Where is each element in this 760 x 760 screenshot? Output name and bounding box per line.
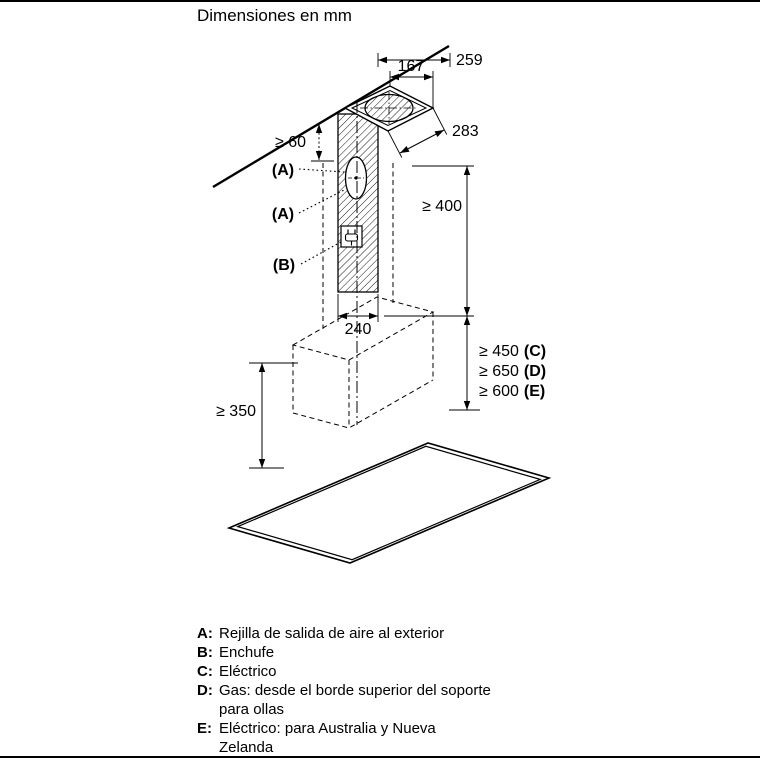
cooktop-outline — [226, 442, 552, 564]
legend-text-d: Gas: desde el borde superior del soporte… — [219, 682, 491, 718]
legend-key-a: A: — [197, 625, 213, 642]
flue-cover-dashed — [322, 163, 394, 329]
legend-item-d: D: Gas: desde el borde superior del sopo… — [197, 681, 491, 719]
legend-item-b: B: Enchufe — [197, 643, 491, 662]
callout-b: (B) — [273, 241, 342, 274]
legend-text-b: Enchufe — [219, 644, 275, 661]
legend-key-c: C: — [197, 663, 213, 680]
dim-400: ≥ 400 — [384, 165, 474, 317]
dim-clearances: ≥ 450(C) ≥ 650(D) ≥ 600(E) — [449, 316, 546, 411]
dim-350-label: ≥ 350 — [216, 403, 256, 420]
page-rule-bottom — [0, 756, 760, 758]
dim-259-label: 259 — [456, 52, 483, 69]
callout-b-label: (B) — [273, 257, 295, 274]
dim-60: ≥ 60 — [275, 124, 334, 162]
callout-a1: (A) — [272, 162, 345, 179]
wall-duct-zone — [337, 113, 379, 293]
hood-outline-dashed — [291, 296, 435, 429]
dim-259: 259 — [377, 52, 483, 69]
dim-167: 167 — [389, 58, 434, 108]
dim-167-label: 167 — [398, 58, 425, 75]
legend-text-e: Eléctrico: para Australia y Nueva Zeland… — [219, 720, 436, 756]
dim-350: ≥ 350 — [216, 362, 298, 469]
dim-240-label: 240 — [345, 321, 372, 338]
legend-item-e: E: Eléctrico: para Australia y Nueva Zel… — [197, 719, 491, 757]
callout-a2: (A) — [272, 188, 347, 223]
air-outlet-hole — [344, 156, 368, 200]
wall-line — [212, 44, 450, 189]
dim-60-label: ≥ 60 — [275, 134, 306, 151]
installation-diagram: 259 167 283 ≥ 60 ≥ 400 — [212, 44, 552, 564]
legend-key-d: D: — [197, 682, 213, 699]
legend-text-c: Eléctrico — [219, 663, 277, 680]
dim-650-label: ≥ 650(D) — [479, 363, 546, 380]
legend-item-a: A: Rejilla de salida de aire al exterior — [197, 624, 491, 643]
page-title: Dimensiones en mm — [197, 6, 352, 25]
legend-text-a: Rejilla de salida de aire al exterior — [219, 625, 445, 642]
dim-283: 283 — [387, 107, 479, 158]
dim-283-label: 283 — [452, 123, 479, 140]
dim-450-label: ≥ 450(C) — [479, 343, 546, 360]
page-rule-top — [0, 0, 760, 2]
callout-a1-label: (A) — [272, 162, 294, 179]
dim-240: 240 — [337, 294, 379, 338]
dim-400-label: ≥ 400 — [422, 198, 462, 215]
legend-key-e: E: — [197, 720, 212, 737]
legend-item-c: C: Eléctrico — [197, 662, 491, 681]
callout-a2-label: (A) — [272, 206, 294, 223]
legend-key-b: B: — [197, 644, 213, 661]
legend: A: Rejilla de salida de aire al exterior… — [197, 624, 491, 757]
power-socket — [340, 225, 363, 248]
dim-600-label: ≥ 600(E) — [479, 383, 545, 400]
